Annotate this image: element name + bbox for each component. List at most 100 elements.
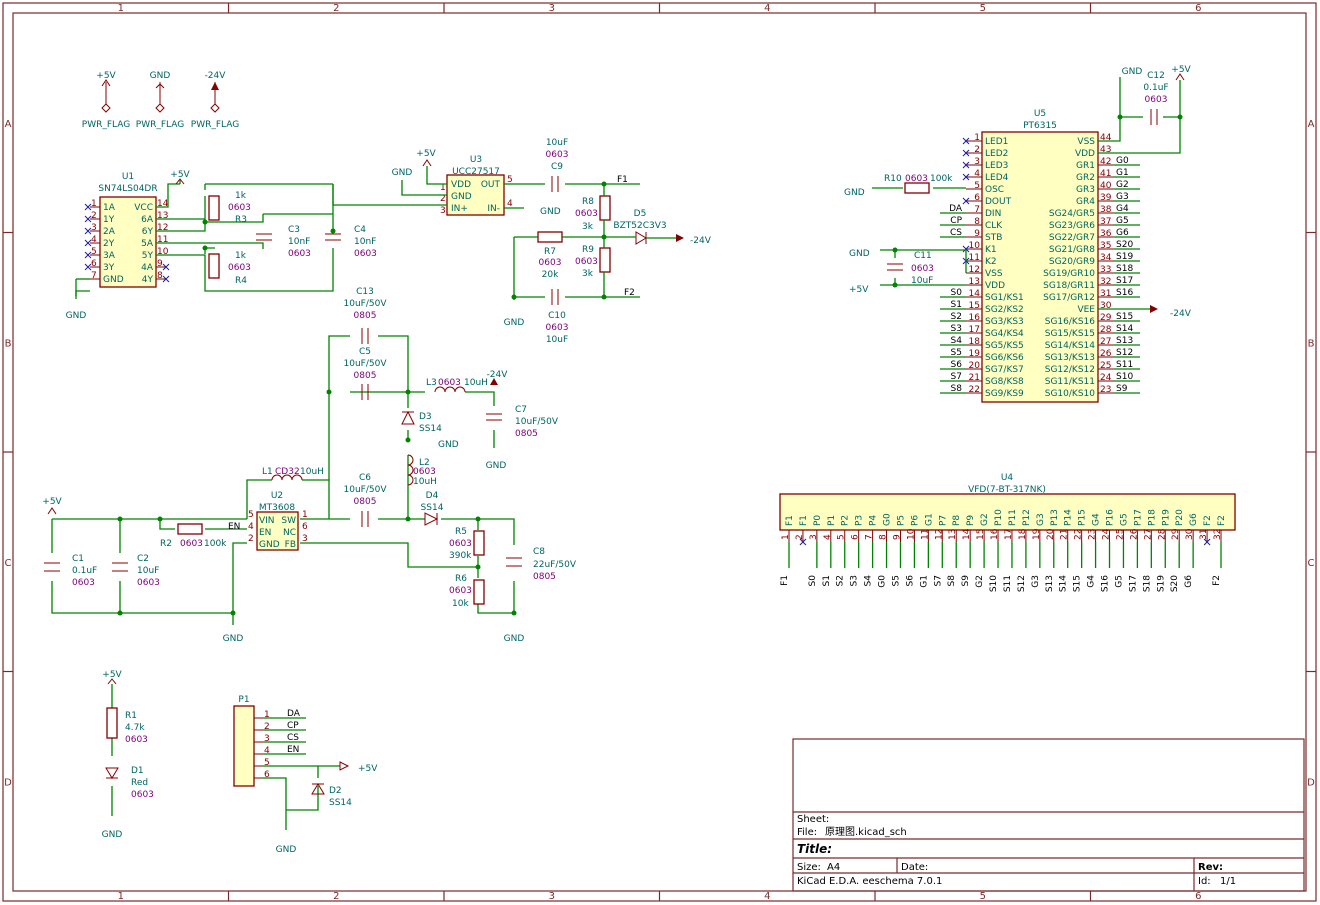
u4-net-label: G4 — [1087, 575, 1097, 588]
svg-text:10uF/50V: 10uF/50V — [515, 417, 559, 427]
pwr-flag-gnd: GND PWR_FLAG — [136, 71, 184, 130]
pwr-flag-label: PWR_FLAG — [82, 120, 130, 130]
u4-pin-name: F2 — [1203, 515, 1213, 526]
u5-net-label: S15 — [1116, 312, 1133, 322]
svg-text:0.1uF: 0.1uF — [1143, 83, 1168, 93]
u5-pin-number: 20 — [969, 361, 981, 371]
u4-net-label: S19 — [1156, 575, 1166, 592]
svg-text:10uH: 10uH — [413, 477, 437, 487]
frame-row-label: A — [5, 119, 12, 130]
svg-text:10uF: 10uF — [546, 138, 568, 148]
pwr-flag-net: +5V — [96, 71, 116, 81]
u5-net-label: S14 — [1116, 324, 1133, 334]
svg-text:2: 2 — [440, 194, 446, 204]
svg-text:R8: R8 — [582, 197, 594, 207]
u5-net-label: CS — [950, 228, 962, 238]
u4-pin-name: G3 — [1036, 513, 1046, 526]
svg-text:+5V: +5V — [102, 670, 122, 680]
u5-pin-number: 44 — [1100, 133, 1112, 143]
no-connect-mark — [84, 227, 92, 235]
u4-net-label: S18 — [1142, 575, 1152, 592]
svg-text:+5V: +5V — [1171, 65, 1191, 75]
no-connect-mark — [962, 137, 970, 145]
u5-pin-name: SG9/KS9 — [985, 389, 1024, 399]
svg-text:22uF/50V: 22uF/50V — [533, 560, 577, 570]
u4-net-label: S9 — [961, 575, 971, 587]
svg-text:+5V: +5V — [42, 497, 62, 507]
svg-text:100k: 100k — [930, 174, 953, 184]
svg-text:0603: 0603 — [180, 539, 203, 549]
svg-text:C3: C3 — [288, 225, 300, 235]
u4-net-label: G2 — [975, 575, 985, 588]
junction-dot — [405, 389, 411, 395]
svg-text:IN+: IN+ — [451, 204, 468, 214]
svg-text:4: 4 — [507, 199, 513, 209]
junction-dot — [202, 219, 208, 225]
u1-pin-name: 6Y — [142, 227, 154, 237]
svg-text:U5: U5 — [1034, 109, 1046, 119]
u4-pin-name: P4 — [869, 515, 879, 526]
svg-text:GND: GND — [486, 461, 507, 471]
u5-net-label: S11 — [1116, 360, 1133, 370]
u4-pin-name: G6 — [1189, 513, 1199, 526]
svg-text:R3: R3 — [235, 215, 247, 225]
svg-text:0805: 0805 — [354, 371, 377, 381]
u5-pin-name: VEE — [1077, 305, 1095, 315]
svg-text:10uH: 10uH — [464, 378, 488, 388]
u5-pin-name: SG14/KS14 — [1045, 341, 1096, 351]
svg-text:0603: 0603 — [575, 209, 598, 219]
u1-pin-name: 2Y — [103, 239, 115, 249]
svg-text:IN-: IN- — [487, 204, 500, 214]
u5-pin-name: DOUT — [985, 197, 1012, 207]
u5-pin-name: K2 — [985, 257, 997, 267]
u4-net-label: S15 — [1073, 575, 1083, 592]
u4-net-label: S3 — [850, 575, 860, 586]
u5-net-label: S16 — [1116, 288, 1133, 298]
c3-capacitor: C3 10nF 0603 — [256, 225, 311, 259]
u4-net-label: G3 — [1031, 575, 1041, 588]
svg-text:0603: 0603 — [546, 323, 569, 333]
u4-pin-name: F1 — [799, 515, 809, 526]
junction-dots — [117, 114, 1183, 616]
svg-text:0603: 0603 — [228, 263, 251, 273]
frame-row-label: B — [5, 338, 12, 349]
u5-pin-name: VSS — [1077, 137, 1095, 147]
u5-pin-name: SG17/GR12 — [1043, 293, 1095, 303]
u5-pin-number: 7 — [974, 205, 980, 215]
u5-pin-number: 22 — [969, 385, 980, 395]
svg-text:GND: GND — [849, 249, 870, 259]
u4-pin-name: F2 — [1217, 515, 1227, 526]
u1-pin-number: 3 — [91, 223, 97, 233]
junction-dot — [601, 234, 607, 240]
junction-dot — [326, 389, 332, 395]
u5-net-label: S0 — [951, 288, 963, 298]
svg-text:10nF: 10nF — [288, 237, 310, 247]
u4-pin-name: P5 — [896, 515, 906, 526]
u1-value: SN74LS04DR — [98, 184, 157, 194]
c4-capacitor: C4 10nF 0603 — [325, 225, 377, 259]
r4-resistor: 1k 0603 R4 — [208, 251, 251, 286]
u1-pin-number: 6 — [91, 259, 97, 269]
u2-boost-ic: U2 MT3608 VIN EN GND SW NC FB 5 4 2 1 6 … — [248, 491, 308, 551]
c9-capacitor: 10uF 0603 C9 — [546, 138, 568, 192]
u5-pin-name: SG15/KS15 — [1045, 329, 1095, 339]
tb-id-value: 1/1 — [1220, 876, 1236, 887]
svg-text:5: 5 — [248, 510, 254, 520]
u4-pin-number: 30 — [1185, 528, 1195, 540]
u5-net-label: G5 — [1116, 216, 1129, 226]
svg-text:U3: U3 — [470, 155, 482, 165]
u5-pin-name: K1 — [985, 245, 997, 255]
frame-col-label: 3 — [549, 891, 555, 902]
u5-pin-name: SG5/KS5 — [985, 341, 1024, 351]
u5-pin-name: SG7/KS7 — [985, 365, 1024, 375]
svg-text:F1: F1 — [617, 175, 628, 185]
u4-net-label: G0 — [878, 575, 888, 588]
frame-row-label: D — [1307, 777, 1315, 788]
tb-id-label: Id: — [1198, 876, 1211, 887]
no-connect-mark — [84, 239, 92, 247]
svg-text:5: 5 — [507, 175, 513, 185]
u4-pin-name: P20 — [1175, 509, 1185, 526]
u4-pin-number: 32 — [1213, 529, 1223, 540]
u5-pin-number: 14 — [969, 289, 981, 299]
